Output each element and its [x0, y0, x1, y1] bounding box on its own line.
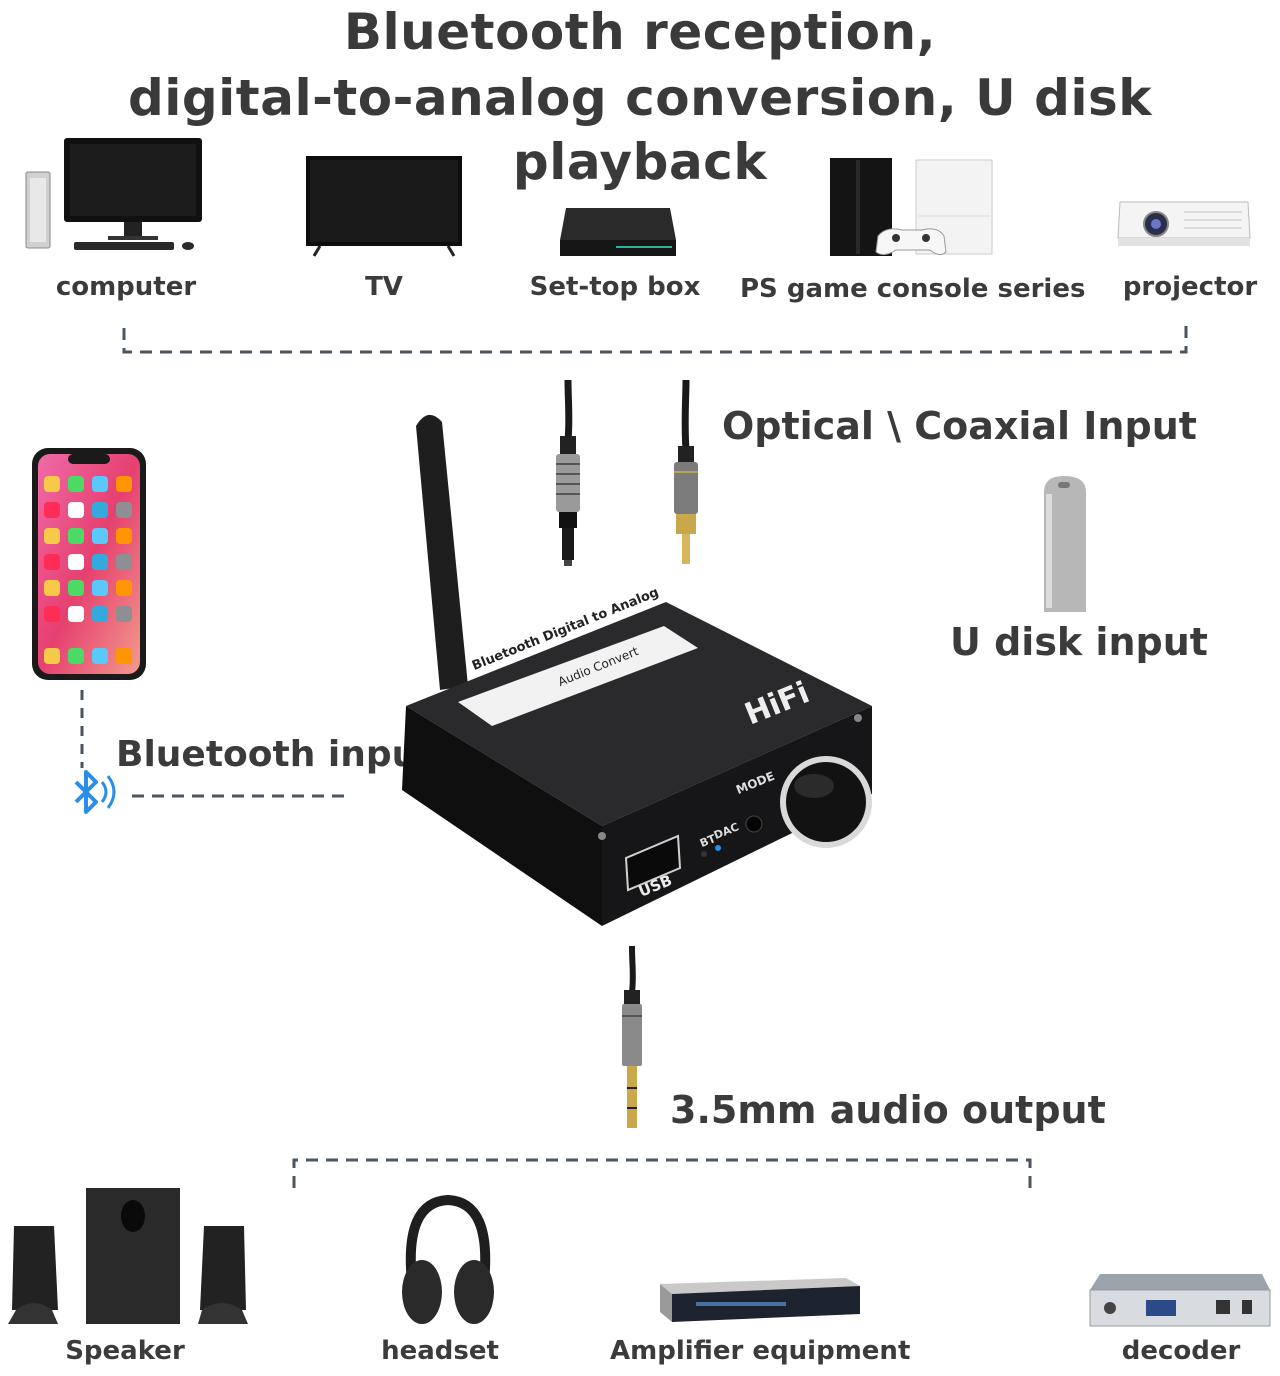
app-icon	[44, 580, 60, 596]
game-console-icon	[830, 158, 993, 256]
app-icon	[116, 580, 132, 596]
projector-icon	[1117, 201, 1251, 246]
app-icon	[44, 606, 60, 622]
tv-icon	[306, 156, 462, 257]
app-icon	[44, 502, 60, 518]
app-icon	[68, 528, 84, 544]
output-label-decoder: decoder	[1121, 1336, 1241, 1366]
app-icon	[116, 476, 132, 492]
app-icon	[92, 648, 108, 664]
app-icon	[92, 528, 108, 544]
computer-icon	[25, 138, 202, 250]
amplifier-icon	[660, 1278, 860, 1322]
app-icon	[92, 502, 108, 518]
source-label-computer: computer	[55, 272, 197, 302]
app-icon	[68, 476, 84, 492]
source-label-set-top-box: Set-top box	[529, 272, 701, 302]
usb-stick-icon	[1044, 476, 1086, 612]
phone-app-grid	[44, 476, 132, 664]
app-icon	[44, 476, 60, 492]
app-icon	[68, 606, 84, 622]
title-line-1: Bluetooth reception,	[343, 3, 937, 61]
app-icon	[116, 528, 132, 544]
app-icon	[44, 554, 60, 570]
dac-device	[402, 414, 872, 926]
app-icon	[92, 580, 108, 596]
app-icon	[116, 554, 132, 570]
app-icon	[68, 648, 84, 664]
app-icon	[116, 648, 132, 664]
app-icon	[92, 476, 108, 492]
speaker-icon	[8, 1188, 248, 1324]
output-label-speaker: Speaker	[65, 1336, 185, 1366]
optical-coaxial-input-label: Optical \ Coaxial Input	[722, 404, 1197, 448]
app-icon	[68, 554, 84, 570]
bluetooth-input-label: Bluetooth input	[116, 734, 435, 775]
headphones-icon	[402, 1194, 494, 1324]
app-icon	[116, 502, 132, 518]
audio-output-label: 3.5mm audio output	[670, 1088, 1106, 1132]
set-top-box-icon	[560, 208, 676, 256]
app-icon	[116, 606, 132, 622]
app-icon	[68, 502, 84, 518]
coaxial-cable-icon	[674, 379, 698, 564]
app-icon	[92, 554, 108, 570]
source-label-projector: projector	[1122, 272, 1258, 302]
app-icon	[68, 580, 84, 596]
source-label-tv: TV	[365, 272, 403, 302]
bluetooth-icon	[74, 770, 116, 814]
output-label-headset: headset	[381, 1336, 499, 1366]
aux-cable-icon	[622, 945, 642, 1128]
u-disk-input-label: U disk input	[950, 620, 1208, 664]
decoder-icon	[1089, 1274, 1271, 1327]
app-icon	[92, 606, 108, 622]
title-line-2: digital-to-analog conversion, U disk pla…	[127, 69, 1153, 191]
app-icon	[44, 648, 60, 664]
optical-cable-icon	[556, 379, 580, 566]
output-label-amplifier: Amplifier equipment	[610, 1336, 911, 1366]
source-label-game-console: PS game console series	[740, 274, 1086, 304]
app-icon	[44, 528, 60, 544]
